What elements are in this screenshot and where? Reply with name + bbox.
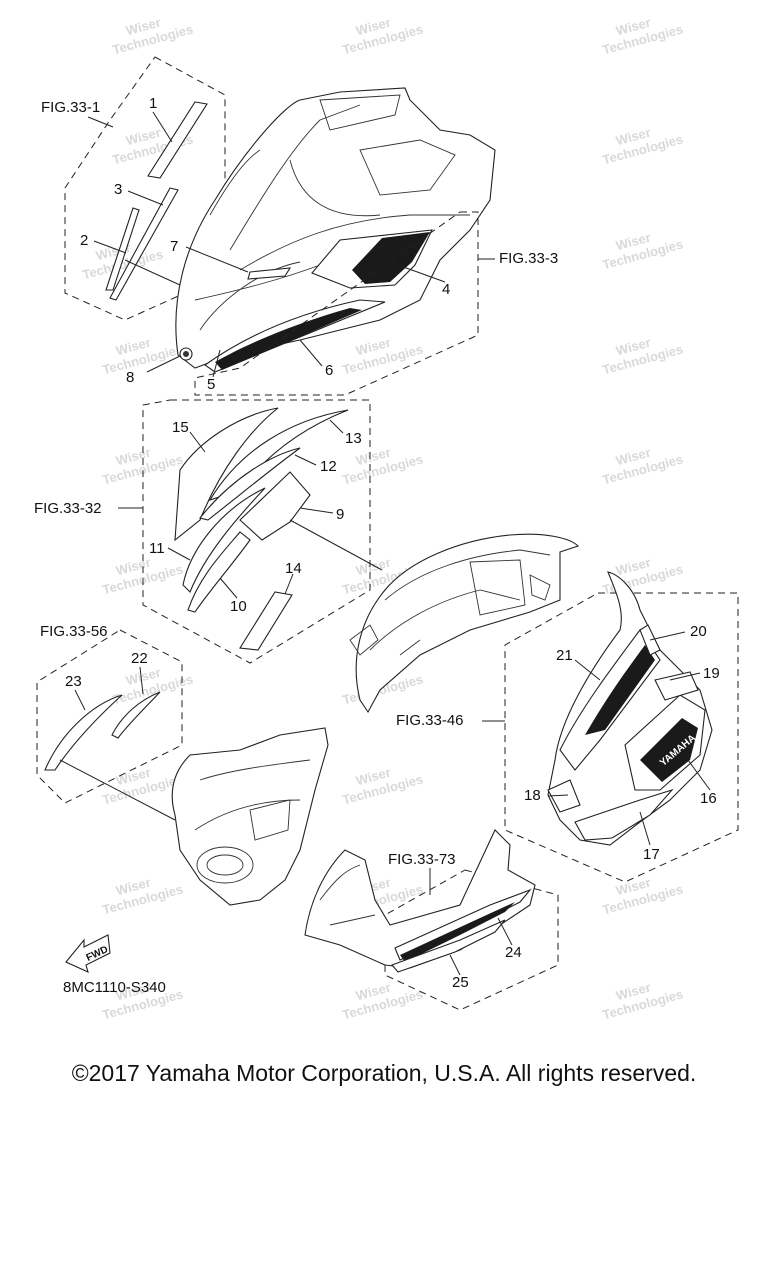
callout-16: 16: [700, 790, 717, 807]
callout-6: 6: [325, 362, 333, 379]
watermark-text: WiserTechnologies: [597, 222, 685, 272]
watermark-text: WiserTechnologies: [597, 7, 685, 57]
callout-9: 9: [336, 506, 344, 523]
part-7-decal[interactable]: [247, 267, 292, 280]
callout-11: 11: [149, 540, 165, 557]
watermark-text: WiserTechnologies: [337, 972, 425, 1022]
inner-side-panel: [349, 533, 580, 714]
part-19-decal[interactable]: [654, 671, 699, 701]
part-17-decal[interactable]: [574, 788, 674, 841]
callout-19: 19: [703, 665, 720, 682]
watermark-text: WiserTechnologies: [97, 867, 185, 917]
callout-21: 21: [556, 647, 573, 664]
part-11-decal[interactable]: [182, 487, 266, 593]
callout-17: 17: [643, 846, 660, 863]
watermark-text: WiserTechnologies: [97, 327, 185, 377]
callout-2: 2: [80, 232, 88, 249]
part-23-decal[interactable]: [44, 694, 123, 771]
callout-7: 7: [170, 238, 178, 255]
group-fig-33-1: FIG.33-1 1 3 2: [41, 56, 226, 321]
callout-12: 12: [320, 458, 337, 475]
part-14-decal[interactable]: [239, 591, 293, 651]
watermark-text: WiserTechnologies: [337, 757, 425, 807]
watermark-text: WiserTechnologies: [597, 117, 685, 167]
callout-5: 5: [207, 376, 215, 393]
front-cowl-assembly: 7 8 4 5 6 FIG.33-3: [126, 87, 558, 396]
fwd-arrow: FWD: [65, 934, 111, 973]
group-fig-33-73: FIG.33-73 24 25: [304, 829, 559, 1011]
part-15-decal[interactable]: [174, 407, 279, 542]
fig-ref-33-32[interactable]: FIG.33-32: [34, 500, 102, 517]
part-10-decal[interactable]: [187, 531, 251, 613]
fig-ref-33-1[interactable]: FIG.33-1: [41, 99, 100, 116]
watermark-text: WiserTechnologies: [337, 327, 425, 377]
fig-ref-33-3[interactable]: FIG.33-3: [499, 250, 558, 267]
callout-25: 25: [452, 974, 469, 991]
callout-10: 10: [230, 598, 247, 615]
callout-1: 1: [149, 95, 157, 112]
group-fig-33-46: YAMAHA 21 20 19 16 17 18 FIG.33-46: [396, 571, 739, 883]
part-2-decal[interactable]: [105, 207, 140, 291]
callout-24: 24: [505, 944, 522, 961]
fig-ref-33-56[interactable]: FIG.33-56: [40, 623, 108, 640]
watermark-text: WiserTechnologies: [107, 7, 195, 57]
fig-ref-33-73[interactable]: FIG.33-73: [388, 851, 456, 868]
watermark-text: WiserTechnologies: [597, 972, 685, 1022]
fwd-arrow-icon: [65, 934, 111, 973]
callout-4: 4: [442, 281, 450, 298]
callout-14: 14: [285, 560, 302, 577]
watermark-text: WiserTechnologies: [97, 437, 185, 487]
group-fig-33-32: 15 13 12 9 11 10 14 FIG.33-32: [34, 399, 383, 664]
callout-20: 20: [690, 623, 707, 640]
watermark-text: WiserTechnologies: [337, 7, 425, 57]
callout-8: 8: [126, 369, 134, 386]
callout-13: 13: [345, 430, 362, 447]
callout-18: 18: [524, 787, 541, 804]
callout-23: 23: [65, 673, 82, 690]
part-22-decal[interactable]: [111, 691, 161, 739]
group-fig-33-56: FIG.33-56 23 22: [36, 623, 183, 821]
part-25-decal[interactable]: [391, 919, 506, 973]
watermark-text: WiserTechnologies: [597, 437, 685, 487]
callout-22: 22: [131, 650, 148, 667]
part-12-decal[interactable]: [199, 447, 301, 521]
part-18-decal[interactable]: [547, 779, 581, 813]
fig-ref-33-46[interactable]: FIG.33-46: [396, 712, 464, 729]
callout-3: 3: [114, 181, 122, 198]
lower-side-panel: [171, 727, 329, 906]
watermark-text: WiserTechnologies: [97, 757, 185, 807]
copyright-notice: ©2017 Yamaha Motor Corporation, U.S.A. A…: [71, 1060, 697, 1086]
side-panel-inner[interactable]: [355, 533, 580, 714]
diagram-code: 8MC1110-S340: [63, 979, 166, 996]
watermark-text: WiserTechnologies: [597, 327, 685, 377]
callout-15: 15: [172, 419, 189, 436]
part-3-decal[interactable]: [109, 187, 179, 301]
part-1-decal[interactable]: [147, 101, 208, 179]
side-panel-lower[interactable]: [171, 727, 329, 906]
watermark-text: WiserTechnologies: [97, 547, 185, 597]
